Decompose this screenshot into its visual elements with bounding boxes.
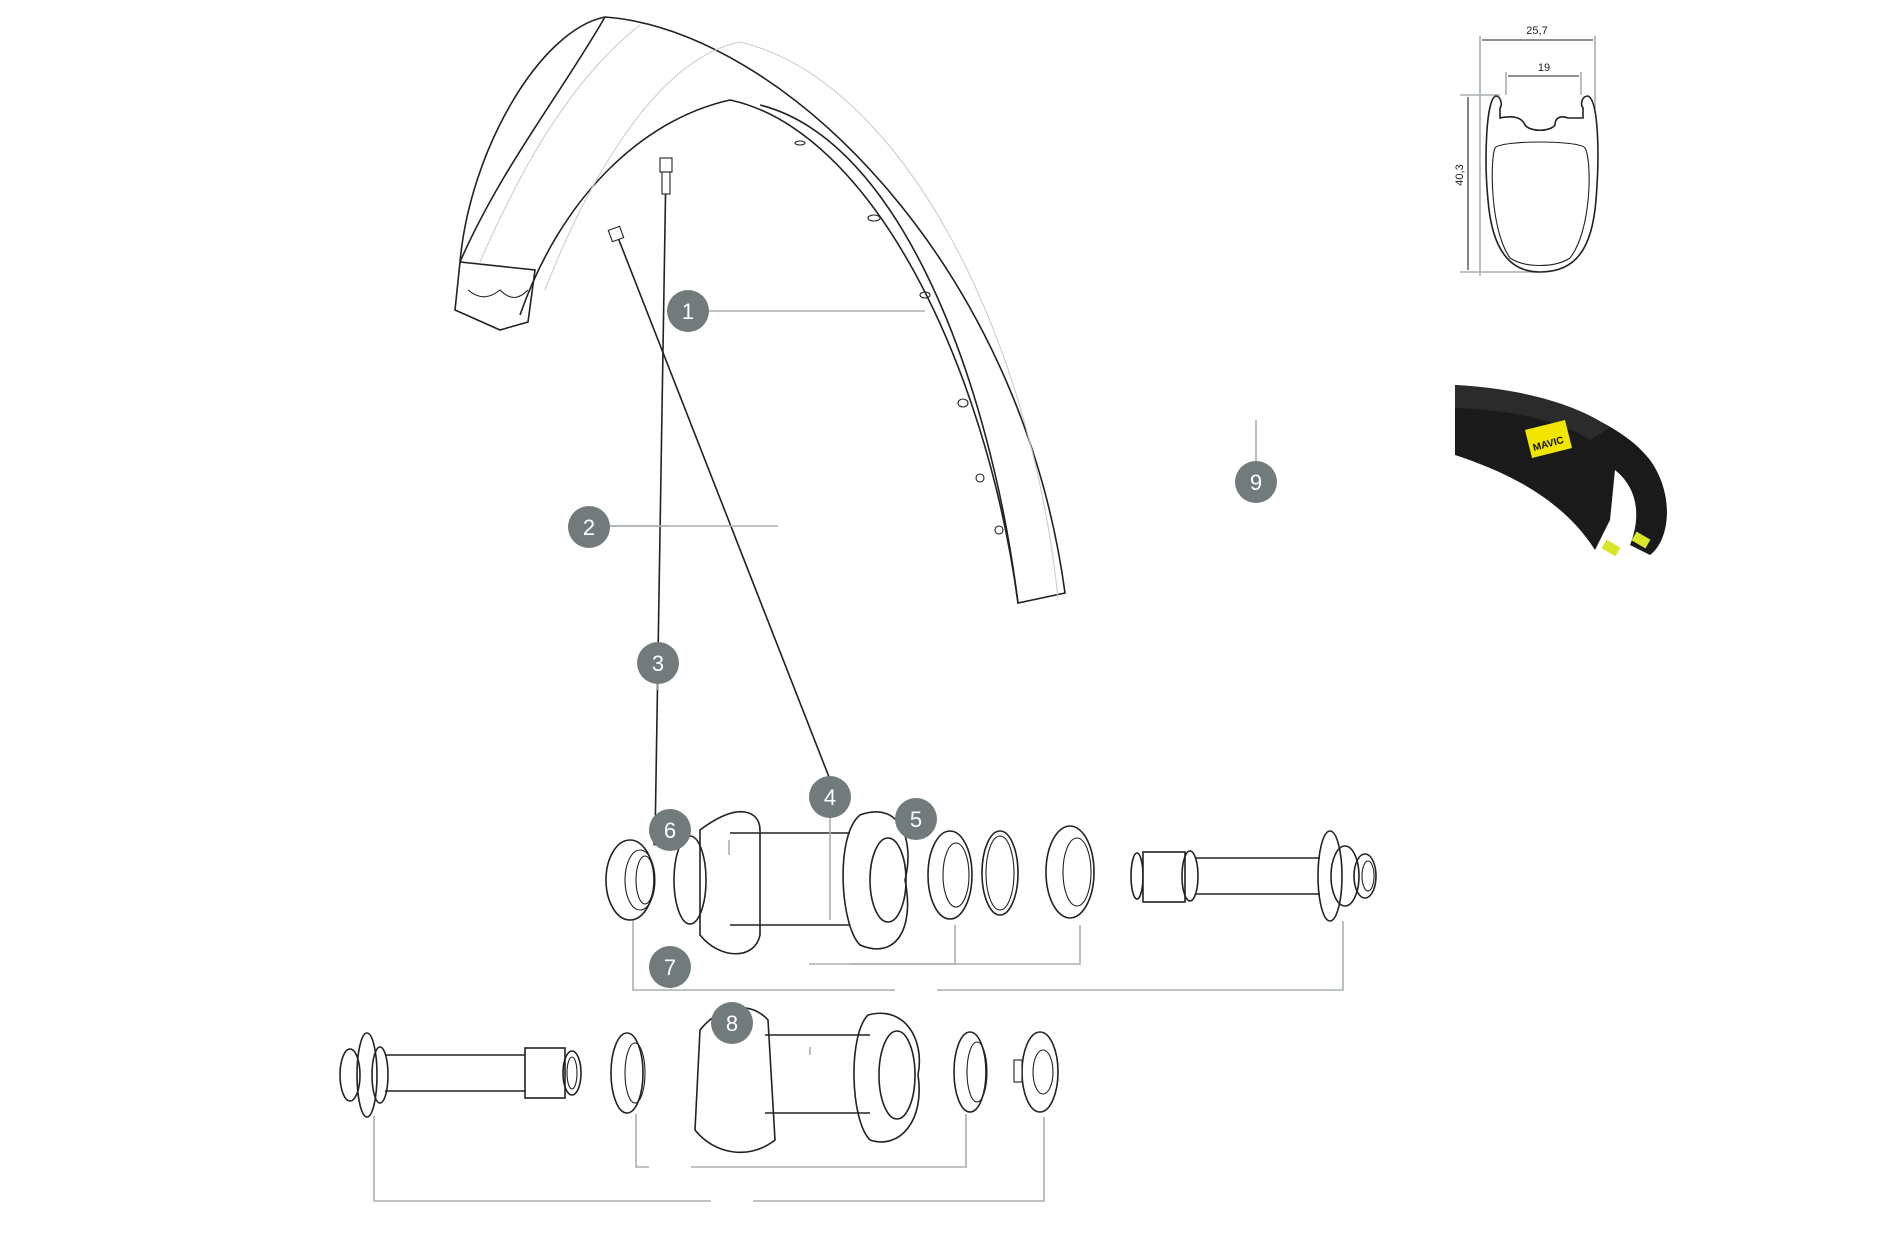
callout-4: 4 — [809, 776, 851, 818]
rim-inner-width-label: 19 — [1538, 62, 1550, 74]
callouts: 1 2 3 4 5 6 7 8 9 — [568, 290, 1277, 1044]
rim-profile-drawing — [1460, 36, 1599, 276]
rim-height-label: 40,3 — [1454, 164, 1466, 185]
rear-hub-assembly — [339, 1006, 1059, 1154]
callout-6: 6 — [649, 809, 691, 851]
callout-1: 1 — [667, 290, 709, 332]
spokes-drawing — [607, 157, 842, 846]
svg-text:3: 3 — [652, 651, 664, 676]
svg-text:4: 4 — [824, 785, 836, 810]
svg-text:6: 6 — [664, 818, 676, 843]
svg-text:5: 5 — [910, 807, 922, 832]
callout-7: 7 — [649, 946, 691, 988]
tyre-drawing: MAVIC — [1455, 385, 1667, 557]
callout-2: 2 — [568, 506, 610, 548]
front-hub-assembly — [605, 811, 1377, 955]
callout-3: 3 — [637, 642, 679, 684]
rim-drawing — [454, 16, 1066, 604]
callout-9: 9 — [1235, 461, 1277, 503]
leader-lines — [373, 310, 1344, 1202]
svg-text:9: 9 — [1250, 470, 1262, 495]
svg-text:2: 2 — [583, 515, 595, 540]
callout-5: 5 — [895, 798, 937, 840]
rim-outer-width-label: 25,7 — [1526, 25, 1547, 37]
callout-8: 8 — [711, 1002, 753, 1044]
svg-text:8: 8 — [726, 1011, 738, 1036]
svg-text:1: 1 — [682, 299, 694, 324]
svg-text:7: 7 — [664, 955, 676, 980]
